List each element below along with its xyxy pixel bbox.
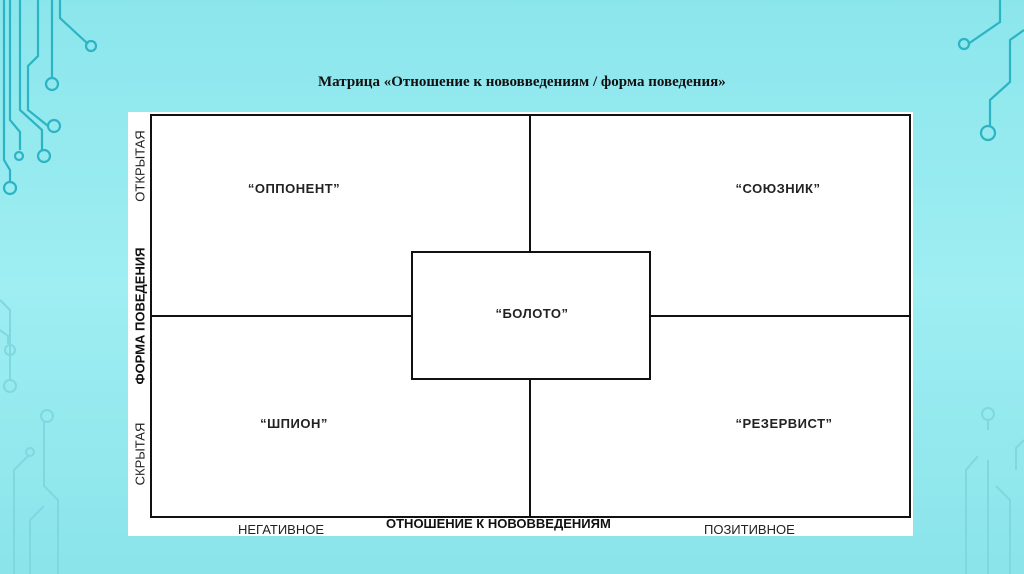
x-axis-right-label: ПОЗИТИВНОЕ — [704, 522, 795, 537]
y-axis-bottom-label: СКРЫТАЯ — [132, 422, 148, 486]
x-axis-left-label: НЕГАТИВНОЕ — [238, 522, 325, 537]
quadrant-reservist: “РЕЗЕРВИСТ” — [735, 416, 833, 431]
matrix-frame — [150, 114, 911, 518]
center-box — [411, 251, 651, 380]
quadrant-opponent: “ОППОНЕНТ” — [247, 181, 341, 196]
slide-title: Матрица «Отношение к нововведениям / фор… — [318, 74, 726, 90]
y-axis-title: ФОРМА ПОВЕДЕНИЯ — [132, 247, 148, 385]
y-axis-top-label: ОТКРЫТАЯ — [132, 130, 148, 202]
quadrant-ally: “СОЮЗНИК” — [735, 181, 821, 196]
matrix-diagram: “ОППОНЕНТ” “СОЮЗНИК” “БОЛОТО” “ШПИОН” “Р… — [128, 112, 913, 537]
x-axis-title: ОТНОШЕНИЕ К НОВОВВЕДЕНИЯМ — [386, 516, 611, 531]
quadrant-swamp: “БОЛОТО” — [495, 306, 569, 321]
quadrant-spy: “ШПИОН” — [260, 416, 328, 431]
